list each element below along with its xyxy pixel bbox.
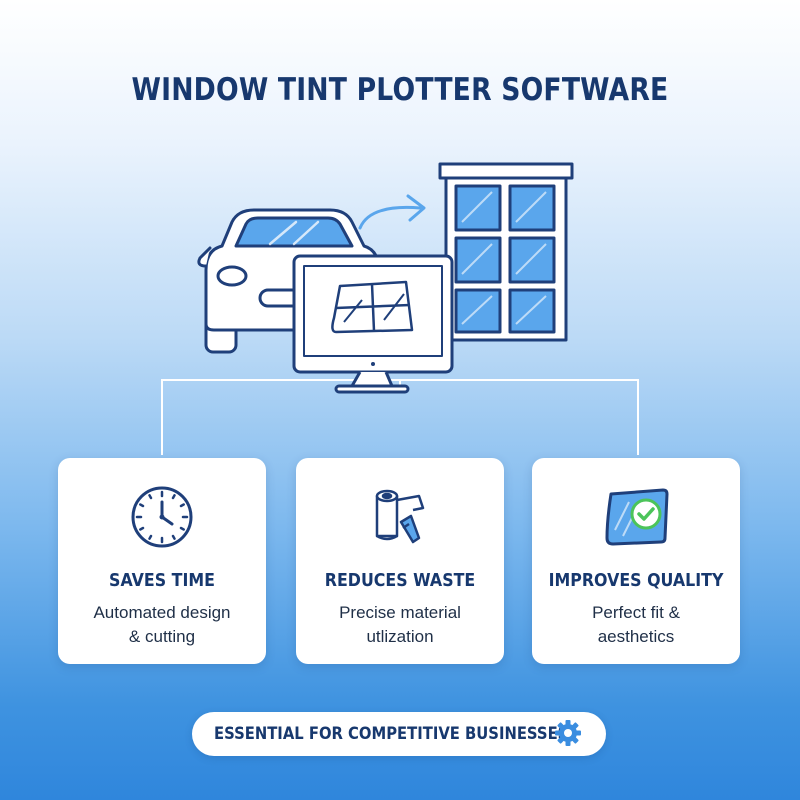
clock-icon xyxy=(58,480,266,554)
card-description-line: Automated design xyxy=(93,603,231,622)
card-description: Automated design & cutting xyxy=(68,601,256,649)
card-improves-quality: IMPROVES QUALITY Perfect fit & aesthetic… xyxy=(532,458,740,664)
film-roll-cutter-icon xyxy=(296,480,504,554)
hero-illustration xyxy=(197,162,574,394)
card-description-line: aesthetics xyxy=(597,627,675,646)
card-description-line: Precise material xyxy=(339,603,461,622)
card-title: REDUCES WASTE xyxy=(324,570,476,591)
card-description-line: utlization xyxy=(366,627,434,646)
card-description-line: Perfect fit & xyxy=(592,603,680,622)
window-icon xyxy=(438,162,574,342)
page-title: WINDOW TINT PLOTTER SOFTWARE xyxy=(131,72,669,108)
tinted-window-check-icon xyxy=(532,480,740,554)
monitor-icon xyxy=(292,254,454,394)
arrow-icon xyxy=(358,194,426,230)
card-saves-time: SAVES TIME Automated design & cutting xyxy=(58,458,266,664)
footer-text: ESSENTIAL FOR COMPETITIVE BUSINESSES xyxy=(214,724,569,744)
footer-banner: ESSENTIAL FOR COMPETITIVE BUSINESSES xyxy=(192,712,606,756)
card-title: SAVES TIME xyxy=(109,570,215,591)
card-title: IMPROVES QUALITY xyxy=(548,570,724,591)
gear-icon xyxy=(555,720,581,746)
card-description: Precise material utlization xyxy=(306,601,494,649)
card-description: Perfect fit & aesthetics xyxy=(542,601,730,649)
card-reduces-waste: REDUCES WASTE Precise material utlizatio… xyxy=(296,458,504,664)
card-description-line: & cutting xyxy=(128,627,196,646)
